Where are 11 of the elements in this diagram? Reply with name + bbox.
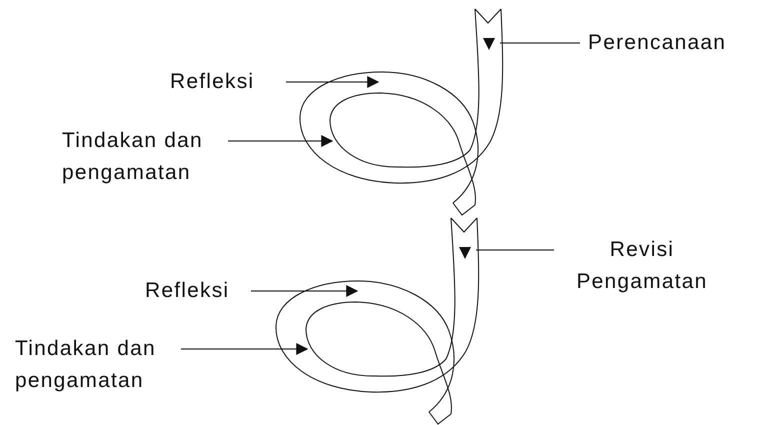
step-label: Tindakan dan pengamatan	[62, 128, 204, 186]
step-label: Revisi Pengamatan	[575, 237, 709, 295]
leader-line	[250, 285, 358, 297]
leader-line	[500, 42, 580, 44]
step-label: Tindakan dan pengamatan	[15, 336, 157, 394]
step-label: Refleksi	[170, 69, 256, 95]
leader-line	[180, 343, 308, 355]
leader-line	[228, 135, 334, 147]
step-label: Perencanaan	[588, 30, 728, 56]
leader-line	[286, 76, 380, 88]
step-label: Refleksi	[145, 278, 230, 304]
